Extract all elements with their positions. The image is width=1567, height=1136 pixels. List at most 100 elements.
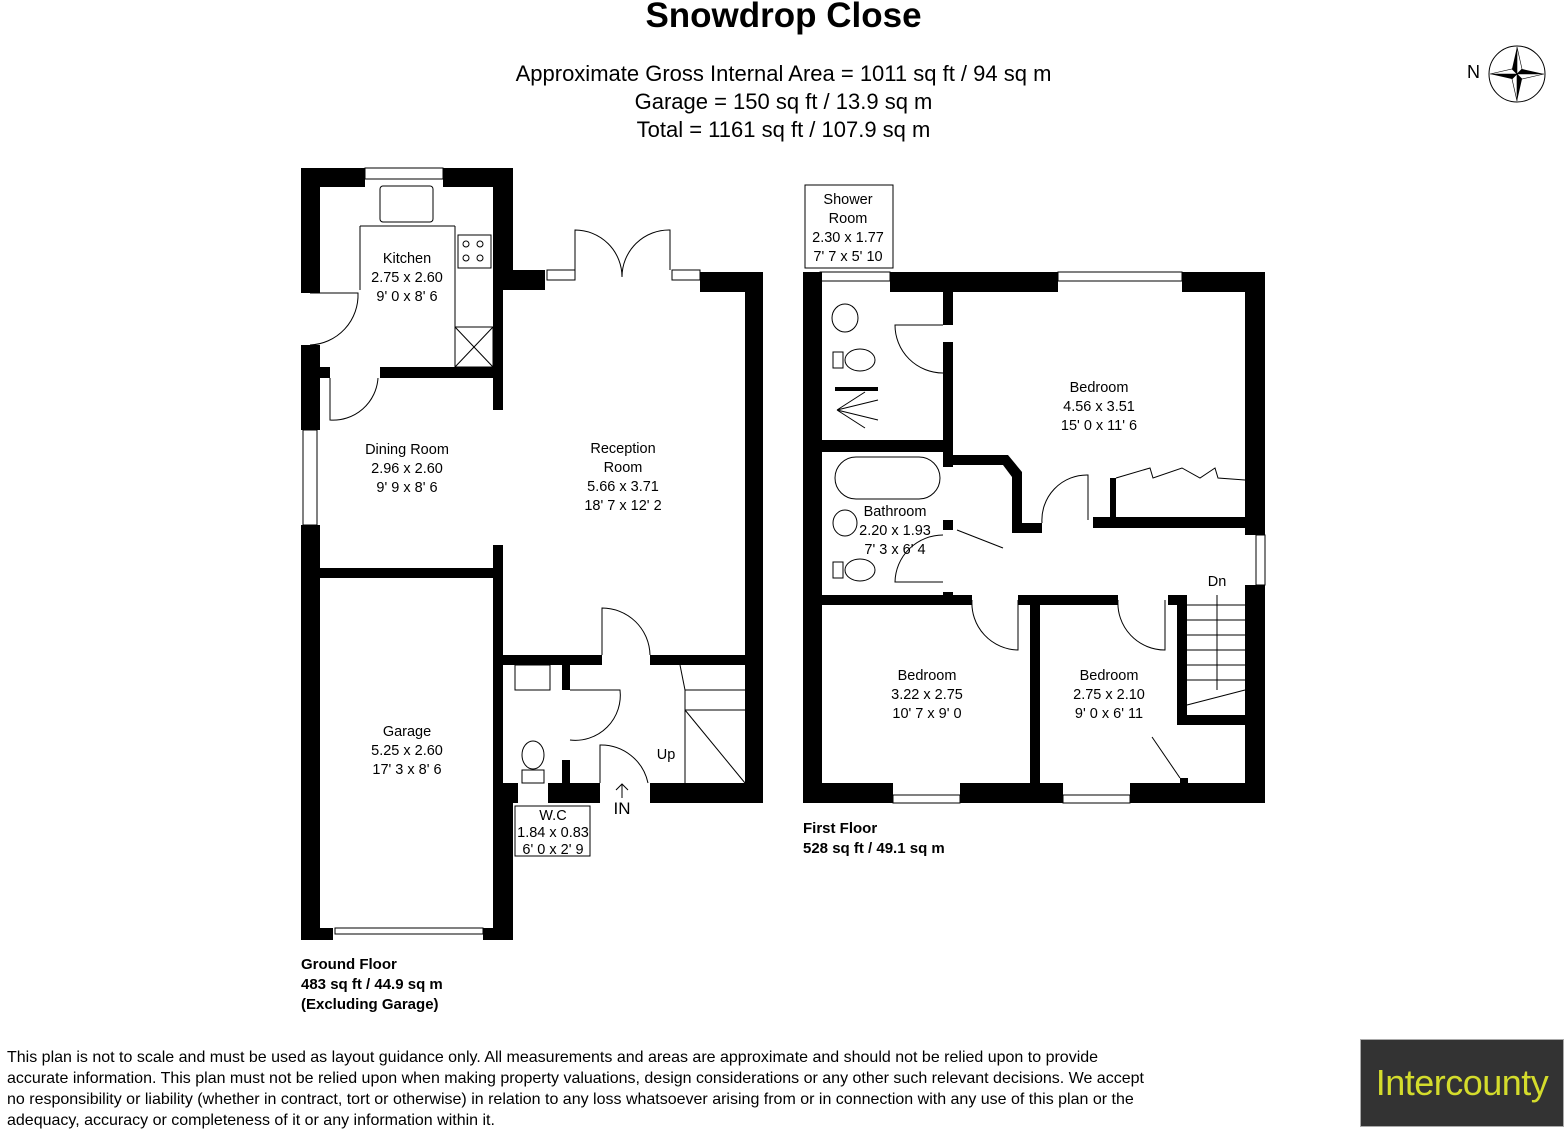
room-dining: Dining Room 2.96 x 2.60 9' 9 x 8' 6 (365, 442, 449, 496)
room-imperial: 6' 0 x 2' 9 (522, 842, 583, 858)
basin-icon (514, 664, 551, 691)
french-doors (574, 229, 671, 278)
staircase (1186, 595, 1246, 706)
room-name: Dining Room (365, 442, 449, 458)
toilet-icon (844, 348, 876, 372)
window (302, 429, 318, 526)
window (1062, 794, 1131, 804)
door-swing (329, 377, 379, 421)
room-name-line2: Room (604, 460, 643, 476)
room-metric: 2.75 x 2.60 (371, 270, 443, 286)
room-bathroom: Bathroom 2.20 x 1.93 7' 3 x 6' 4 (859, 504, 931, 558)
room-name: Bedroom (898, 668, 957, 684)
garage-door (334, 927, 484, 935)
room-metric: 2.30 x 1.77 (812, 230, 884, 246)
room-name: W.C (539, 808, 566, 824)
cupboard-door (956, 529, 1004, 549)
door-swing (894, 534, 944, 583)
first-floor-label: First Floor 528 sq ft / 49.1 sq m (803, 819, 945, 859)
ground-floor-note: (Excluding Garage) (301, 996, 439, 1013)
room-name: Bedroom (1080, 668, 1139, 684)
room-wc: W.C 1.84 x 0.83 6' 0 x 2' 9 (514, 805, 591, 858)
room-metric: 5.66 x 3.71 (587, 479, 659, 495)
room-metric: 4.56 x 3.51 (1063, 399, 1135, 415)
ground-floor-name: Ground Floor (301, 956, 397, 973)
room-metric: 1.84 x 0.83 (517, 825, 589, 841)
room-bedroom-3: Bedroom 2.75 x 2.10 9' 0 x 6' 11 (1073, 668, 1145, 722)
window (671, 269, 701, 281)
shower-room-label-box (804, 184, 894, 269)
wardrobe-doors (1115, 467, 1246, 481)
room-bedroom-2: Bedroom 3.22 x 2.75 10' 7 x 9' 0 (891, 668, 963, 722)
door-swing (1117, 599, 1166, 651)
room-metric: 3.22 x 2.75 (891, 687, 963, 703)
logo-text: Intercounty (1375, 1062, 1549, 1103)
cupboard-door (1151, 736, 1181, 779)
window (546, 269, 576, 281)
room-imperial: 9' 0 x 6' 11 (1075, 706, 1143, 722)
shower-icon (836, 391, 879, 429)
room-imperial: 7' 7 x 5' 10 (813, 249, 882, 265)
door-swing (599, 744, 649, 784)
room-name: Kitchen (383, 251, 431, 267)
basin-icon (832, 509, 858, 537)
room-metric: 5.25 x 2.60 (371, 743, 443, 759)
room-imperial: 10' 7 x 9' 0 (892, 706, 961, 722)
ground-floor-walls (301, 168, 763, 940)
door-swing (1041, 474, 1089, 524)
compass-rose-icon (1488, 45, 1546, 103)
room-name-line2: Room (829, 211, 868, 227)
room-name: Bedroom (1070, 380, 1129, 396)
ground-floor-area: 483 sq ft / 44.9 sq m (301, 976, 443, 993)
door-swing (971, 599, 1019, 651)
room-imperial: 15' 0 x 11' 6 (1061, 418, 1137, 434)
ground-floor-fixtures (302, 167, 746, 935)
room-metric: 2.96 x 2.60 (371, 461, 443, 477)
toilet-icon (521, 740, 545, 770)
garage-area: Garage = 150 sq ft / 13.9 sq m (634, 89, 933, 114)
room-imperial: 7' 3 x 6' 4 (864, 542, 925, 558)
hob-icon (457, 234, 492, 269)
sink-icon (379, 185, 434, 223)
room-name: Shower (823, 192, 872, 208)
stairs-down-label: Dn (1208, 574, 1227, 590)
room-imperial: 9' 0 x 8' 6 (376, 289, 437, 305)
stairs-up-label: Up (657, 747, 676, 763)
ground-floor-label: Ground Floor 483 sq ft / 44.9 sq m (Excl… (301, 955, 443, 1015)
first-floor-fixtures (804, 184, 1266, 804)
door-swing (309, 292, 359, 346)
window (1255, 534, 1266, 586)
north-label: N (1467, 62, 1480, 82)
plan-title: Snowdrop Close (645, 0, 922, 35)
window (364, 167, 444, 180)
room-name: Reception (590, 441, 655, 457)
room-garage: Garage 5.25 x 2.60 17' 3 x 8' 6 (371, 724, 443, 778)
room-shower: Shower Room 2.30 x 1.77 7' 7 x 5' 10 (812, 192, 884, 265)
first-floor-name: First Floor (803, 820, 878, 837)
room-name: Bathroom (864, 504, 927, 520)
room-kitchen: Kitchen 2.75 x 2.60 9' 0 x 8' 6 (371, 251, 443, 305)
room-imperial: 9' 9 x 8' 6 (376, 480, 437, 496)
first-floor-walls (803, 272, 1265, 803)
door-swing (569, 689, 621, 741)
first-floor-area: 528 sq ft / 49.1 sq m (803, 840, 945, 857)
total-area: Total = 1161 sq ft / 107.9 sq m (636, 117, 931, 142)
door-swing (894, 324, 944, 374)
window (892, 794, 961, 804)
room-imperial: 17' 3 x 8' 6 (372, 762, 441, 778)
door-swing (601, 607, 651, 656)
room-imperial: 18' 7 x 12' 2 (584, 498, 661, 514)
room-reception: Reception Room 5.66 x 3.71 18' 7 x 12' 2 (584, 441, 661, 514)
window (1057, 271, 1183, 282)
intercounty-logo: Intercounty (1360, 1039, 1564, 1127)
toilet-icon (844, 558, 876, 582)
room-name: Garage (383, 724, 431, 740)
bath-icon (834, 456, 941, 500)
gross-area: Approximate Gross Internal Area = 1011 s… (515, 61, 1052, 86)
entrance-label: IN (614, 799, 631, 818)
room-metric: 2.20 x 1.93 (859, 523, 931, 539)
basin-icon (831, 303, 859, 333)
window (819, 271, 891, 282)
room-bedroom-1: Bedroom 4.56 x 3.51 15' 0 x 11' 6 (1061, 380, 1137, 434)
